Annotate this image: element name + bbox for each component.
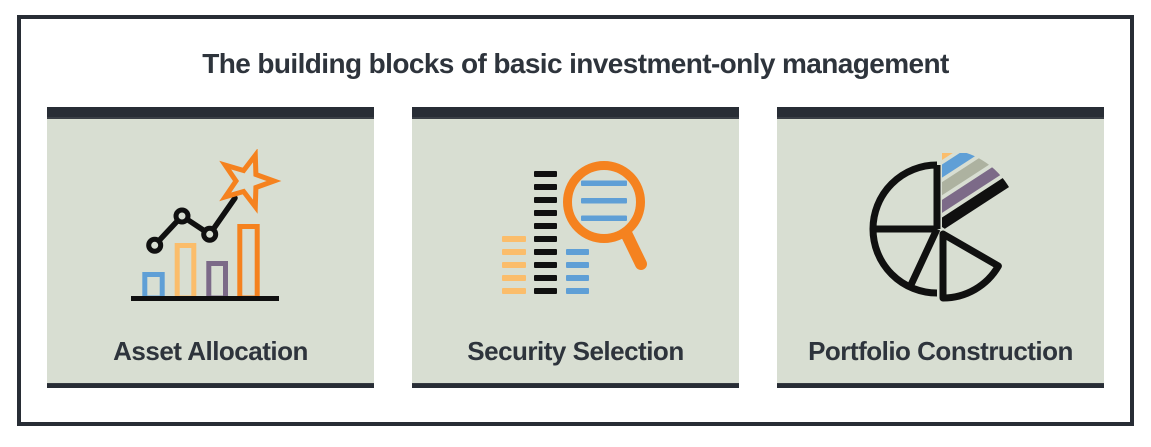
card-top-bar: [777, 107, 1104, 119]
cards-row: Asset Allocation: [21, 107, 1130, 388]
card-portfolio-construction: Portfolio Construction: [777, 107, 1104, 388]
card-label: Portfolio Construction: [808, 336, 1073, 366]
card-bottom-bar: [412, 383, 739, 388]
card-bottom-bar: [47, 383, 374, 388]
card-body: Security Selection: [412, 119, 739, 383]
card-body: Portfolio Construction: [777, 119, 1104, 383]
card-top-bar: [412, 107, 739, 119]
card-bottom-bar: [777, 383, 1104, 388]
bar-chart-trend-star-icon: [130, 119, 291, 336]
card-security-selection: Security Selection: [412, 107, 739, 388]
card-label: Asset Allocation: [113, 336, 308, 366]
magnifier-over-lists-icon: [501, 119, 650, 336]
exploded-pie-chart-icon: [865, 119, 1017, 336]
card-body: Asset Allocation: [47, 119, 374, 383]
outer-frame: The building blocks of basic investment-…: [17, 15, 1134, 426]
card-label: Security Selection: [467, 336, 684, 366]
card-asset-allocation: Asset Allocation: [47, 107, 374, 388]
page-title: The building blocks of basic investment-…: [202, 48, 949, 79]
card-top-bar: [47, 107, 374, 119]
